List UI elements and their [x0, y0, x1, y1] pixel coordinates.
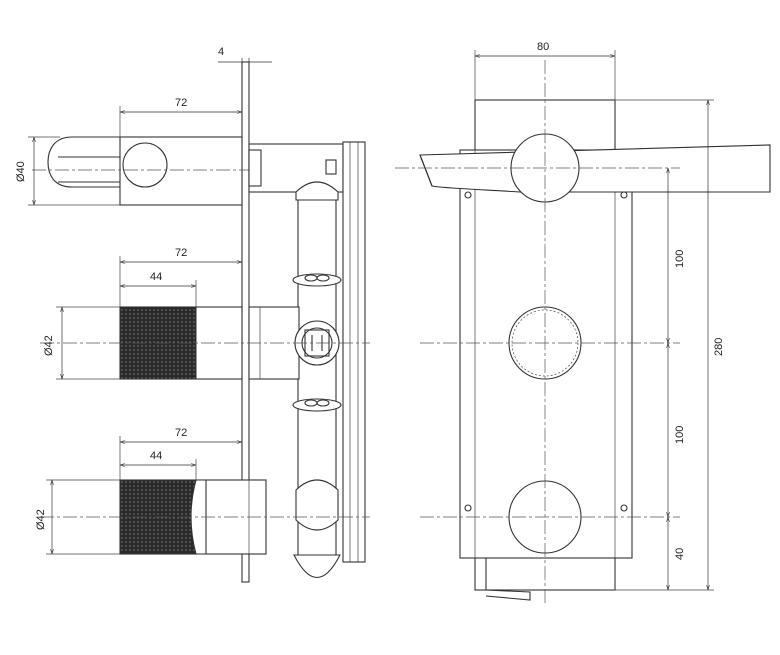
- dim-plate-width: 80: [537, 41, 549, 53]
- spout-side: [32, 136, 360, 206]
- dim-handle1-length: 72: [175, 247, 187, 259]
- dim-handle1-knurl: 44: [150, 271, 162, 283]
- handle-middle-side: [40, 306, 370, 380]
- dim-handle1-diameter: Ø42: [43, 335, 55, 356]
- dim-spacing-lower: 100: [674, 426, 686, 444]
- dim-plate-thickness: 4: [218, 46, 224, 58]
- front-dimensions: 80 280 100 100 40: [474, 41, 725, 591]
- dim-spacing-upper: 100: [674, 250, 686, 268]
- dim-spout-length: 72: [175, 97, 187, 109]
- valve-body-side: [248, 141, 366, 579]
- spout-front: [395, 133, 771, 203]
- front-view: 80 280 100 100 40: [395, 41, 771, 605]
- dim-handle2-length: 72: [175, 427, 187, 439]
- side-view: 4 72 Ø40 72 44 Ø42: [15, 46, 370, 583]
- dim-overall-height: 280: [713, 338, 725, 356]
- dim-handle2-knurl: 44: [150, 450, 162, 462]
- handle-bottom-side: [40, 479, 370, 555]
- dim-spout-diameter: Ø40: [15, 161, 27, 182]
- dim-bottom-offset: 40: [674, 548, 686, 560]
- side-dimensions: 4 72 Ø40 72 44 Ø42: [15, 46, 272, 555]
- dim-handle2-diameter: Ø42: [35, 509, 47, 530]
